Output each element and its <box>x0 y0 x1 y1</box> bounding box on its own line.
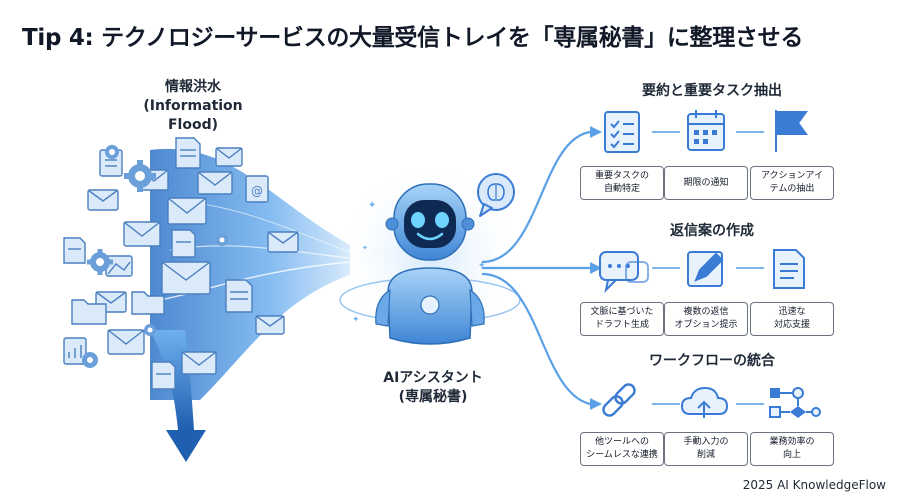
image-icon <box>105 255 133 277</box>
document-icon <box>773 249 805 289</box>
cloud-upload-icon <box>680 386 729 418</box>
card-reply-options: 複数の返信 オプション提示 <box>664 302 748 336</box>
arrowhead <box>590 398 602 410</box>
ai-robot: ✦ ✦ ✦ ✦ <box>335 160 525 350</box>
document-icon <box>63 237 86 264</box>
folder-icon <box>71 299 107 325</box>
svg-text:✦: ✦ <box>368 200 376 211</box>
section-3-icons <box>602 383 821 418</box>
ai-assistant-subtitle: (専属秘書) <box>398 389 468 405</box>
envelope-icon <box>181 351 217 375</box>
chat-bubble-icon <box>599 251 649 294</box>
gear-icon <box>124 160 156 192</box>
document-icon <box>151 361 176 390</box>
branch-arrows <box>481 130 591 406</box>
envelope-icon <box>167 197 207 225</box>
ai-assistant-label: AIアシスタント (専属秘書) <box>358 369 508 407</box>
flood-title-jp: 情報洪水 <box>165 79 221 95</box>
at-document-icon: @ <box>245 175 269 203</box>
gear-icon <box>82 352 98 368</box>
card-auto-identify: 重要タスクの 自動特定 <box>580 166 664 200</box>
envelope-icon <box>107 329 145 355</box>
document-icon <box>171 229 196 258</box>
card-efficiency: 業務効率の 向上 <box>750 432 834 466</box>
envelope-icon <box>161 261 211 295</box>
section-title-reply: 返信案の作成 <box>670 223 754 239</box>
card-reduce-manual-input: 手動入力の 削減 <box>664 432 748 466</box>
card-draft-generation: 文脈に基づいた ドラフト生成 <box>580 302 664 336</box>
envelope-icon <box>267 231 299 253</box>
checklist-icon <box>604 111 640 153</box>
envelope-icon <box>255 315 285 335</box>
document-icon <box>225 279 253 313</box>
page-title: Tip 4: テクノロジーサービスの大量受信トレイを「専属秘書」に整理させる <box>22 25 804 51</box>
flood-icons: @ <box>63 137 299 390</box>
svg-text:@: @ <box>251 184 263 198</box>
calendar-icon <box>687 110 725 151</box>
brain-bubble-icon <box>477 173 515 217</box>
card-seamless-integration: 他ツールへの シームレスな連携 <box>580 432 664 466</box>
envelope-icon <box>123 221 161 247</box>
section-2-icons <box>599 249 805 294</box>
pencil-icon <box>687 251 724 287</box>
envelope-icon <box>87 189 119 211</box>
credit-text: 2025 AI KnowledgeFlow <box>742 478 886 492</box>
workflow-icon <box>769 387 821 418</box>
section-title-workflow: ワークフローの統合 <box>649 353 775 369</box>
flood-title: 情報洪水 (Information Flood) <box>118 78 268 135</box>
svg-text:✦: ✦ <box>478 261 486 271</box>
card-action-items: アクションアイ テムの抽出 <box>750 166 834 200</box>
flag-icon <box>775 110 808 152</box>
gear-icons <box>82 145 228 368</box>
card-deadline-notice: 期限の通知 <box>664 166 748 200</box>
link-icon <box>602 383 636 417</box>
card-quick-response: 迅速な 対応支援 <box>750 302 834 336</box>
chart-doc-icon <box>63 337 87 365</box>
gear-icon <box>105 145 119 159</box>
section-title-summary: 要約と重要タスク抽出 <box>642 83 782 99</box>
arrowhead <box>590 126 602 138</box>
document-icon <box>175 137 201 169</box>
gear-icon <box>87 249 113 275</box>
svg-text:✦: ✦ <box>362 244 368 252</box>
ai-assistant-title: AIアシスタント <box>383 370 483 386</box>
gear-icon <box>144 324 156 336</box>
envelope-icon <box>197 171 233 195</box>
brain-chest-icon <box>420 295 440 315</box>
svg-text:✦: ✦ <box>352 315 360 325</box>
folder-icon <box>131 291 165 315</box>
gear-icon <box>216 234 228 246</box>
flood-title-en: (Information Flood) <box>143 98 243 133</box>
arrowhead <box>590 262 602 274</box>
section-1-icons <box>604 110 808 153</box>
envelope-icon <box>215 147 243 167</box>
